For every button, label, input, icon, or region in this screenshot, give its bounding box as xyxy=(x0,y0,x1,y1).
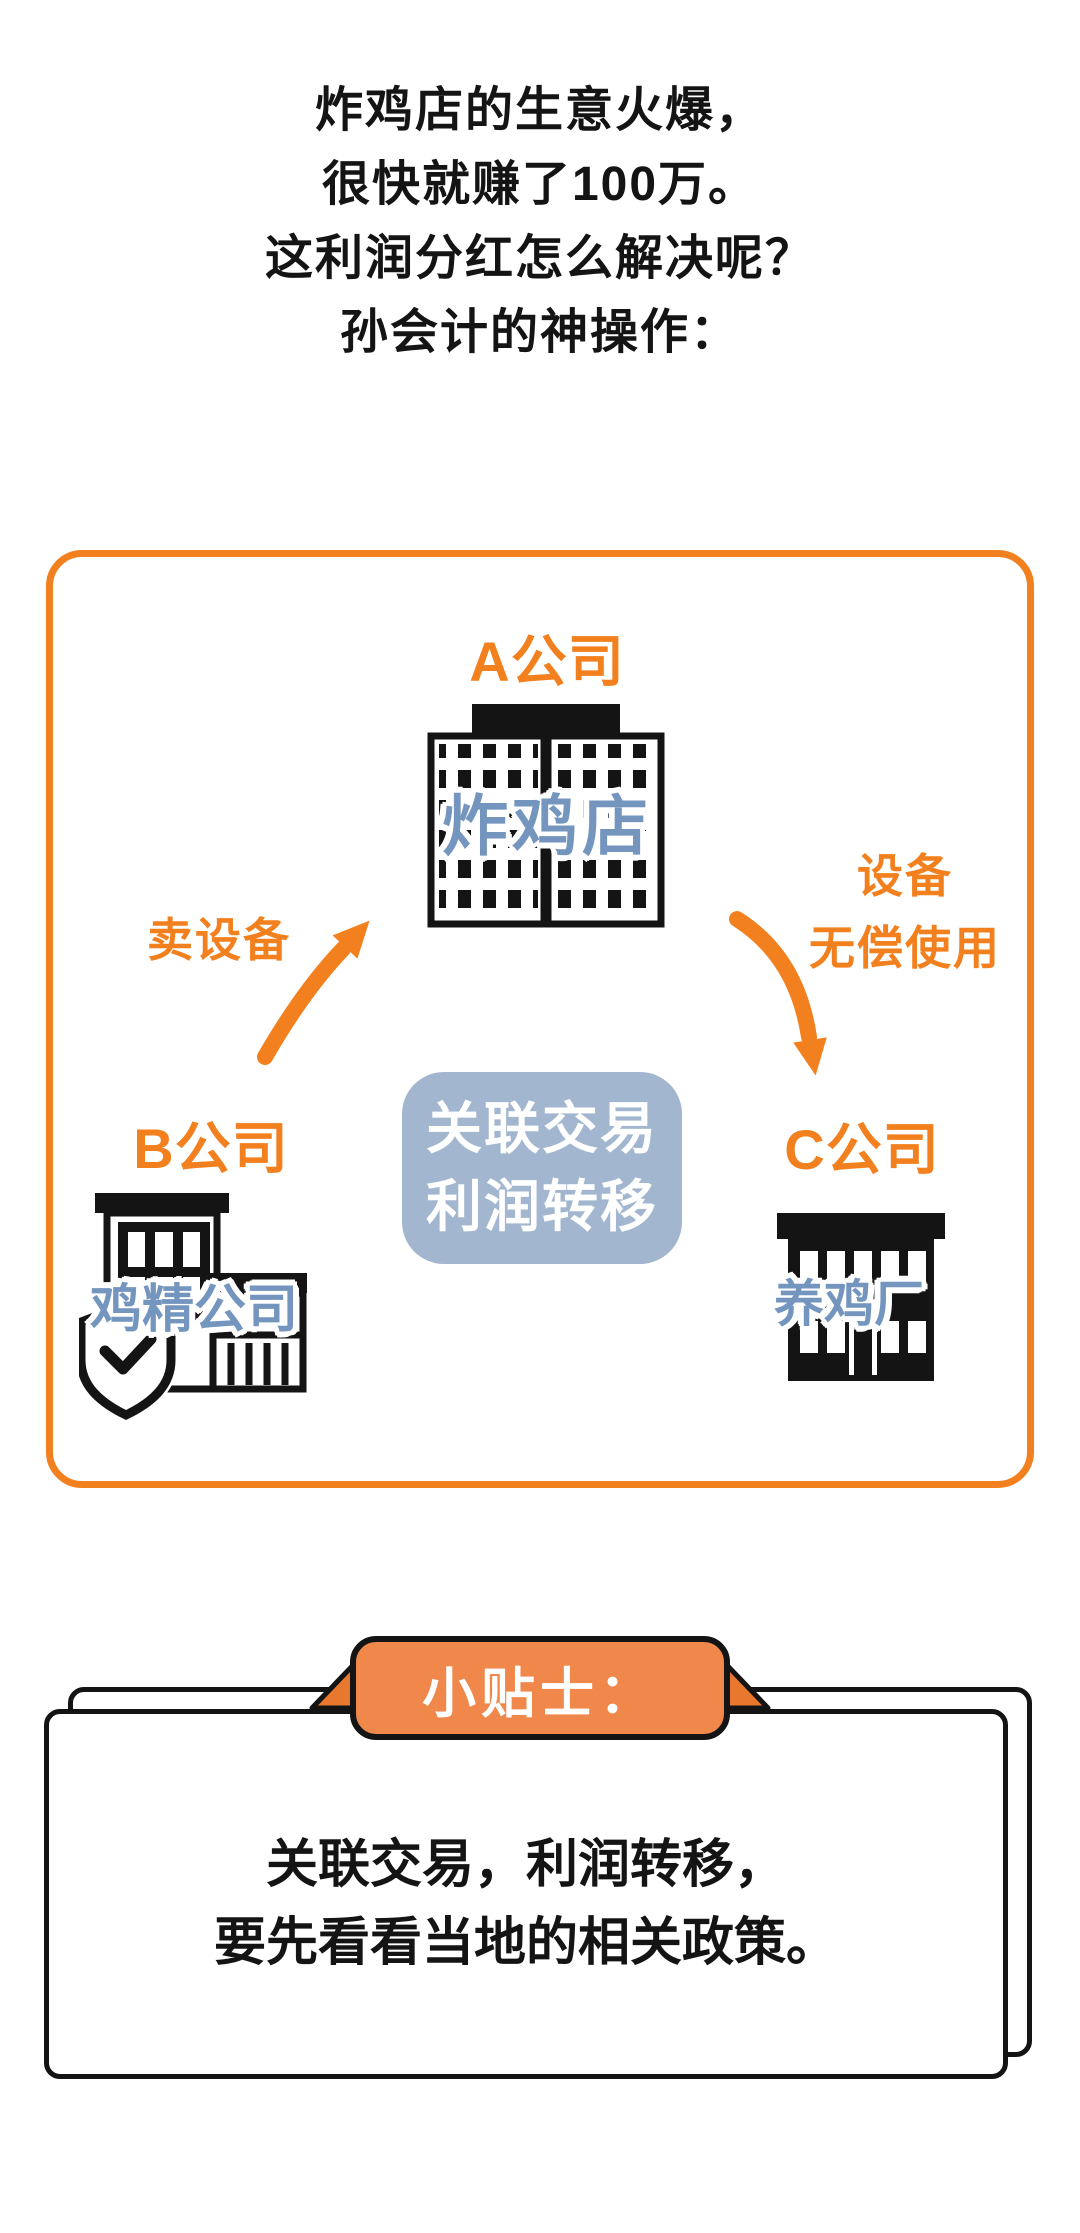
shield-check-icon xyxy=(79,1297,178,1423)
sell-equipment-label: 卖设备 xyxy=(147,914,291,966)
tip-line-1: 关联交易，利润转移， xyxy=(265,1836,786,1894)
free-use-arrow xyxy=(729,911,817,1045)
tip-tab: 小贴士： xyxy=(350,1636,730,1740)
arrow-head-down-icon xyxy=(793,1037,827,1076)
note-line-2: 利润转移 xyxy=(426,1175,658,1238)
factory-building-b-icon xyxy=(79,1193,307,1423)
sell-equipment-arrow xyxy=(257,941,351,1065)
intro-line-2: 很快就赚了100万。 xyxy=(321,158,759,211)
intro-line-1: 炸鸡店的生意火爆， xyxy=(314,84,765,137)
tip-tab-label: 小贴士： xyxy=(422,1663,658,1724)
intro-text: 炸鸡店的生意火爆， 很快就赚了100万。 这利润分红怎么解决呢？ 孙会计的神操作… xyxy=(0,74,1080,370)
intro-line-4: 孙会计的神操作： xyxy=(339,306,740,359)
intro-line-3: 这利润分红怎么解决呢？ xyxy=(264,232,815,285)
tip-card-text: 关联交易，利润转移， 要先看看当地的相关政策。 xyxy=(49,1826,1003,1982)
note-line-1: 关联交易 xyxy=(426,1097,658,1160)
company-b-name: 鸡精公司 xyxy=(89,1281,298,1339)
office-building-a-icon xyxy=(427,704,665,928)
company-a-name: 炸鸡店 xyxy=(442,789,652,863)
diagram-panel: A公司 炸鸡店 卖设备 设备 无偿使用 B公司 xyxy=(46,550,1034,1488)
company-c-label: C公司 xyxy=(784,1118,940,1181)
free-use-label: 设备 无偿使用 xyxy=(765,840,1045,984)
company-b-label: B公司 xyxy=(133,1117,289,1180)
company-c-name: 养鸡厂 xyxy=(774,1276,924,1332)
arrow-head-up-right-icon xyxy=(332,920,370,959)
related-transaction-note: 关联交易 利润转移 xyxy=(402,1072,682,1264)
curved-arrows-layer xyxy=(257,911,827,1076)
tip-line-2: 要先看看当地的相关政策。 xyxy=(213,1914,838,1972)
company-a-label: A公司 xyxy=(469,630,625,693)
tip-card: 关联交易，利润转移， 要先看看当地的相关政策。 xyxy=(44,1709,1008,2079)
free-use-label-line-2: 无偿使用 xyxy=(809,922,1001,974)
factory-building-c-icon xyxy=(777,1213,945,1381)
free-use-label-line-1: 设备 xyxy=(857,850,953,902)
